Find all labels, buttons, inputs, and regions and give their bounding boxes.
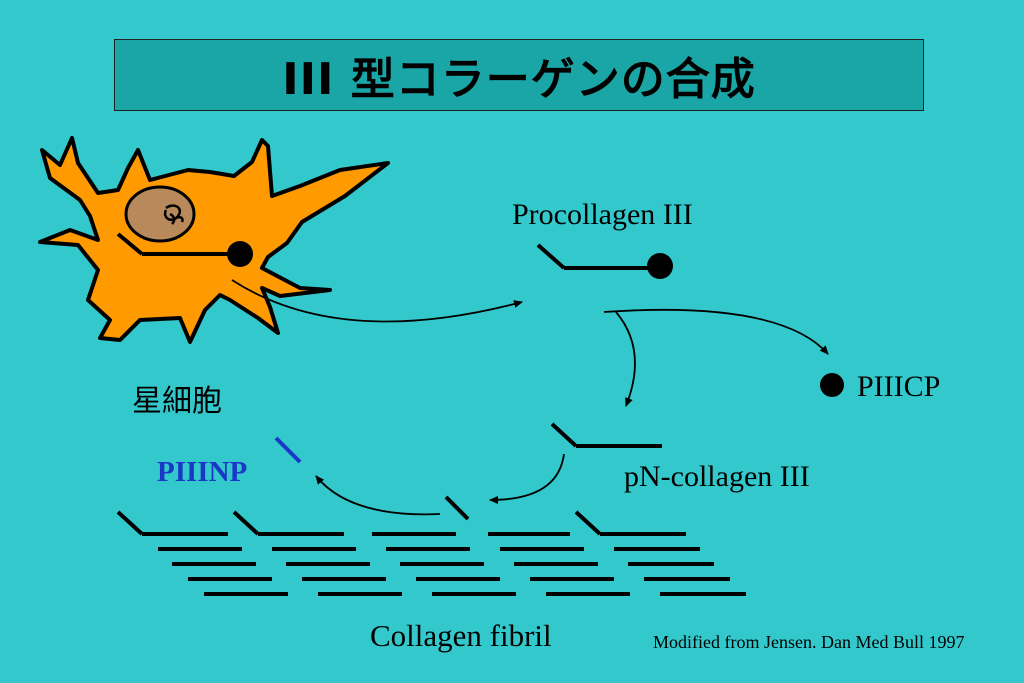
intracellular-procollagen-end: [227, 241, 253, 267]
title-box: III 型コラーゲンの合成: [114, 39, 924, 111]
fibril-nterm: [444, 495, 470, 521]
collagen-fibril: [116, 495, 746, 596]
collagen-fibril-label: Collagen fibril: [370, 618, 552, 653]
piiinp-fragment: [274, 436, 302, 464]
source-credit: Modified from Jensen. Dan Med Bull 1997: [653, 632, 965, 652]
arrow-fibril-to-piiinp: [315, 475, 441, 516]
cell-body: [38, 136, 390, 344]
arrow-procollagen-to-pn: [615, 311, 636, 407]
piiicp-label: PIIICP: [857, 370, 941, 403]
stellate-cell-label: 星細胞: [132, 384, 222, 419]
arrow-cell-to-procollagen: [231, 279, 523, 323]
fibril-nterm: [232, 510, 260, 536]
procollagen-molecule: [536, 243, 673, 279]
fibril-nterm: [574, 510, 602, 536]
piiicp-dot: [820, 373, 844, 397]
pn-collagen-label: pN-collagen III: [624, 460, 810, 493]
nucleus: [124, 185, 196, 243]
intracellular-procollagen-head: [116, 232, 144, 256]
arrow-procollagen-to-piiicp: [603, 308, 829, 355]
piiinp-label: PIIINP: [157, 456, 248, 488]
nucleolus: [163, 204, 184, 225]
stellate-cell: [38, 136, 390, 344]
fibril-nterm: [116, 510, 144, 536]
procollagen-label: Procollagen III: [512, 198, 693, 231]
arrow-pn-to-fibril: [489, 453, 565, 504]
pn-collagen-molecule: [550, 422, 662, 448]
page-title: III 型コラーゲンの合成: [282, 54, 756, 105]
